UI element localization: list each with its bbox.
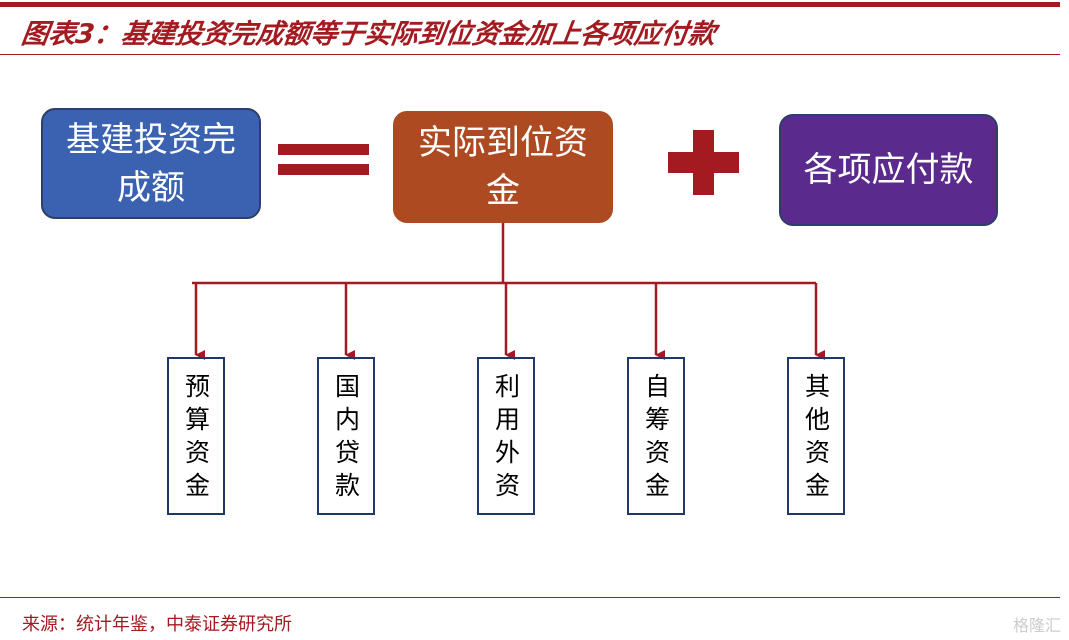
source-note: 来源：统计年鉴，中泰证券研究所 [22,614,292,635]
footer-divider [0,597,1060,598]
box-payables: 各项应付款 [779,114,998,226]
equals-sign [278,144,369,175]
title-divider [0,54,1060,55]
source-box-budget: 预算资金 [167,357,225,515]
source-box-foreign-capital: 利用外资 [477,357,535,515]
box-actual-funds: 实际到位资金 [393,111,613,223]
source-box-domestic-loans: 国内贷款 [317,357,375,515]
watermark: 格隆汇 [1012,616,1061,635]
source-box-self-raised: 自筹资金 [627,357,685,515]
box-infrastructure-investment: 基建投资完成额 [41,108,261,219]
source-box-other: 其他资金 [787,357,845,515]
plus-sign [668,130,739,195]
top-bar [0,2,1060,7]
